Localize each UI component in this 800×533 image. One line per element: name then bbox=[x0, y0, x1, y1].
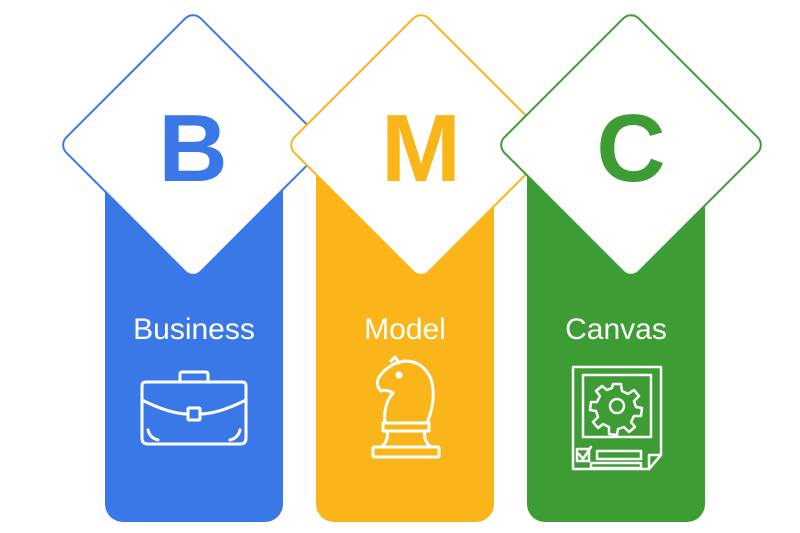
model-letter: M bbox=[381, 95, 461, 202]
briefcase-icon bbox=[140, 370, 248, 446]
business-letter: B bbox=[158, 95, 228, 202]
canvas-letter: C bbox=[596, 95, 666, 202]
gear-document-icon bbox=[569, 363, 665, 475]
business-label: Business bbox=[133, 313, 255, 346]
canvas-label: Canvas bbox=[565, 313, 667, 346]
model-label: Model bbox=[364, 313, 446, 346]
chess-knight-icon bbox=[365, 355, 445, 463]
